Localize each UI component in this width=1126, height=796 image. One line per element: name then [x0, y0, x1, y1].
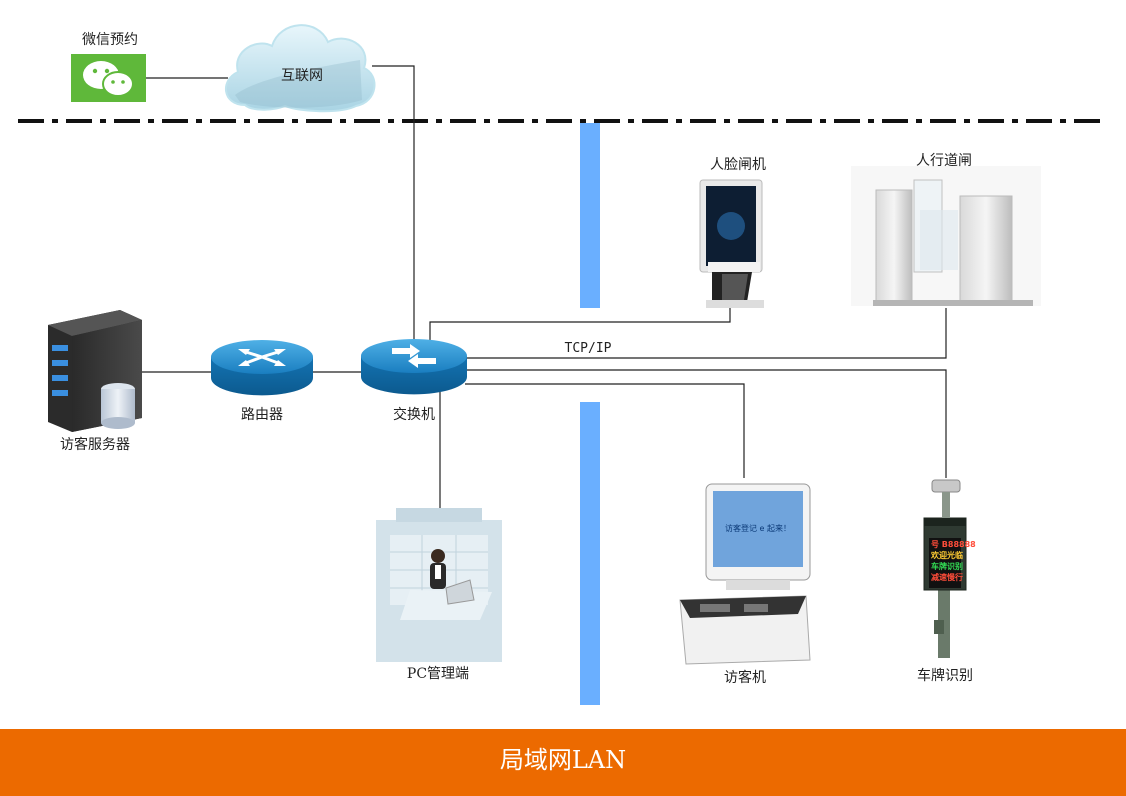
plate-display-line-2: 欢迎光临 [930, 550, 963, 560]
server-icon [48, 310, 142, 432]
plate-display-line-3: 车牌识别 [931, 561, 963, 571]
pc-icon [376, 508, 502, 662]
plate-display-line-1: 号 B88888 [931, 540, 976, 549]
connections [142, 65, 947, 508]
label-internet: 互联网 [281, 68, 323, 84]
plate-recognition-icon [923, 479, 967, 658]
edge-label-tcpip: TCP/IP [565, 341, 612, 356]
blue-bar-bottom [580, 402, 600, 705]
label-router: 路由器 [241, 407, 283, 423]
cloud-icon [224, 24, 376, 113]
wechat-icon [71, 54, 146, 102]
switch-icon [361, 339, 467, 395]
label-wechat: 微信预约 [82, 32, 138, 48]
label-switch: 交换机 [393, 406, 435, 423]
label-server: 访客服务器 [60, 436, 130, 453]
visitor-kiosk-icon [679, 483, 811, 665]
label-pedestrian-gate: 人行道闸 [916, 153, 972, 169]
edge-switch-pedestriangate [465, 308, 947, 359]
edge-switch-kiosk [465, 383, 745, 478]
face-gate-icon [699, 179, 764, 308]
plate-display: 号 B88888 欢迎光临 车牌识别 减速慢行 [930, 540, 976, 582]
label-face-gate: 人脸闸机 [710, 157, 766, 173]
edge-switch-plate [465, 369, 947, 478]
edge-internet-switch [372, 65, 415, 345]
lan-bar [0, 729, 1126, 796]
label-plate: 车牌识别 [917, 667, 973, 684]
label-pc: PC管理端 [407, 666, 469, 682]
pedestrian-gate-icon [851, 166, 1041, 306]
lan-label: 局域网LAN [499, 746, 627, 774]
router-icon [211, 340, 313, 396]
plate-display-line-4: 减速慢行 [931, 572, 963, 582]
edge-switch-facegate [429, 306, 731, 345]
blue-bar-top [580, 123, 600, 308]
label-kiosk: 访客机 [724, 669, 766, 686]
kiosk-screen-text: 访客登记 e 起来！ [725, 523, 791, 533]
